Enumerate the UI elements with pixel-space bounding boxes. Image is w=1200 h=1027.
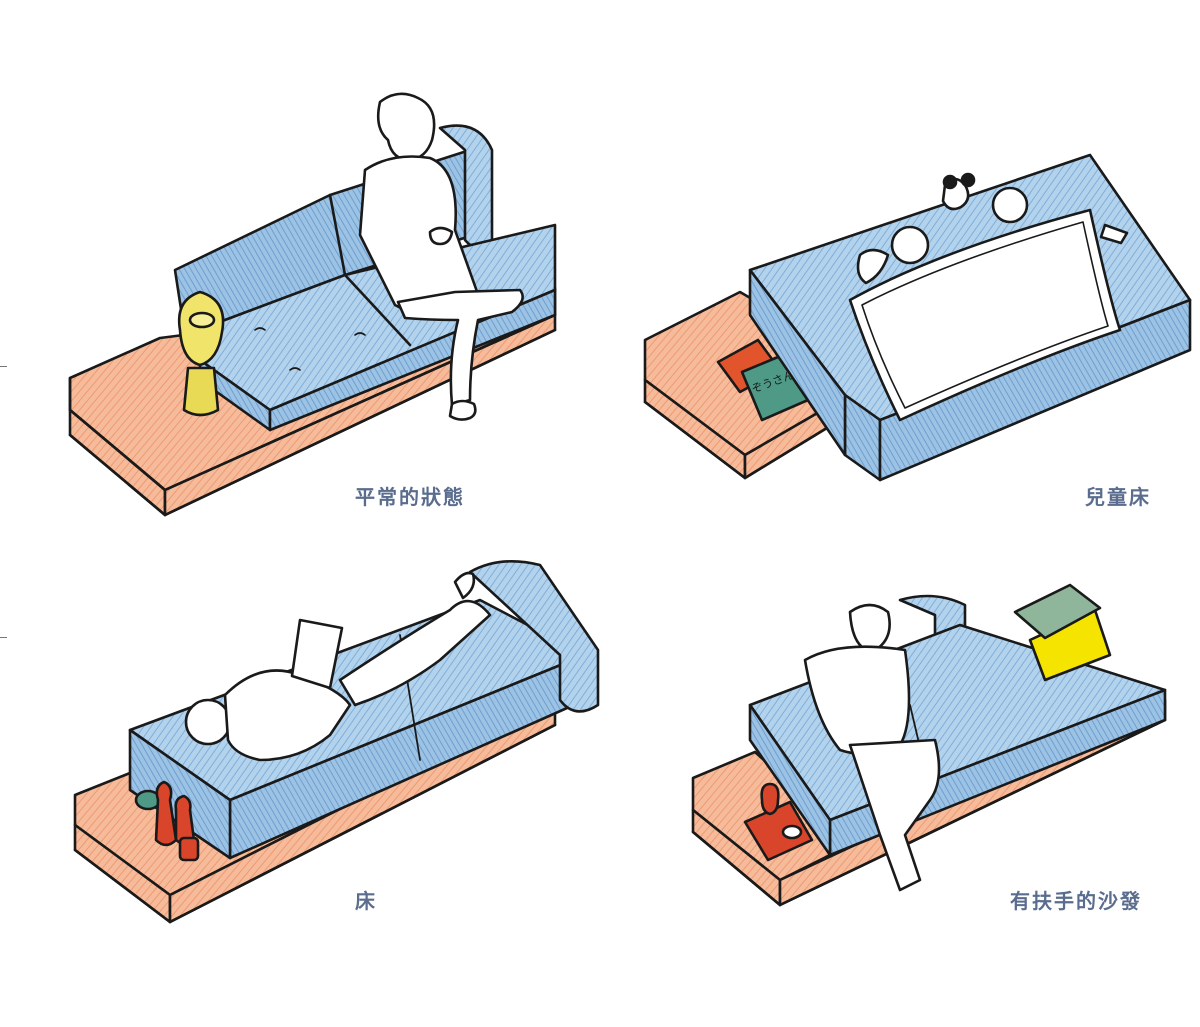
woman-sitting [358,92,524,421]
children-sleeping [856,172,1129,285]
panel-bed [73,560,600,924]
margin-tick-upper [0,366,7,367]
margin-tick-lower [0,637,7,638]
panel-armrest-sofa [691,583,1167,907]
woman-sitting-armrest [803,603,941,892]
cushion-green [1013,583,1102,640]
bottles [134,780,200,862]
caption-bed: 床 [355,889,377,913]
panel-kids-bed: ぞうさん [643,153,1192,482]
panel-normal [68,92,557,517]
caption-kids-bed: 兒童床 [1085,485,1151,509]
table-lamp [177,290,225,417]
caption-armrest-sofa: 有扶手的沙發 [1010,889,1142,913]
tray-with-teapot [743,782,814,862]
blanket [848,208,1122,422]
caption-normal-state: 平常的狀態 [355,485,465,509]
man-reading-lying [184,571,492,762]
